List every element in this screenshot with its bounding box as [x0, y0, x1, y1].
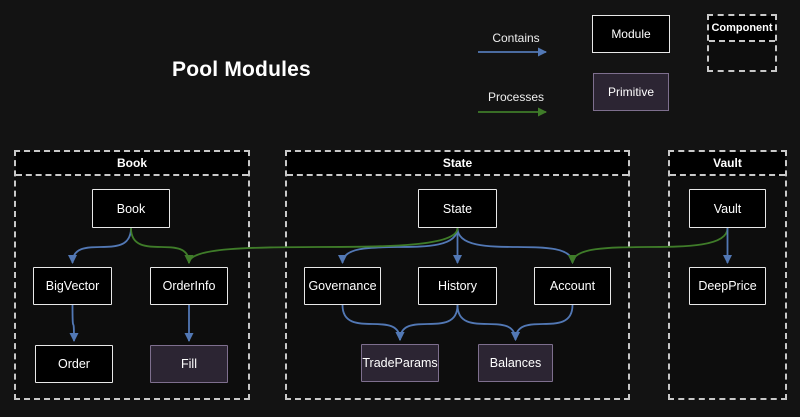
node-order: Order — [35, 345, 113, 383]
legend-processes-label: Processes — [487, 90, 545, 104]
legend-contains-label: Contains — [492, 31, 540, 45]
node-deepprice: DeepPrice — [689, 267, 766, 305]
node-account: Account — [534, 267, 611, 305]
container-vault-title: Vault — [670, 152, 785, 176]
node-balances: Balances — [478, 344, 553, 382]
node-fill-label: Fill — [181, 357, 197, 371]
node-deepprice-label: DeepPrice — [698, 279, 757, 293]
node-vault-label: Vault — [713, 201, 742, 216]
legend-component-sample: Component — [707, 14, 777, 72]
node-tradeparams: TradeParams — [361, 344, 439, 382]
node-book-label: Book — [116, 201, 146, 216]
legend-module-sample: Module — [592, 15, 670, 53]
node-history: History — [418, 267, 497, 305]
node-state-label: State — [442, 201, 473, 216]
node-governance: Governance — [304, 267, 381, 305]
node-orderinfo-label: OrderInfo — [162, 279, 216, 293]
node-account-label: Account — [549, 279, 596, 293]
node-bigvector: BigVector — [33, 267, 112, 305]
node-fill: Fill — [150, 345, 228, 383]
node-state: State — [418, 189, 497, 228]
node-history-label: History — [438, 279, 477, 293]
legend-component-label: Component — [709, 16, 775, 42]
node-bigvector-label: BigVector — [45, 279, 100, 293]
node-orderinfo: OrderInfo — [150, 267, 228, 305]
node-vault: Vault — [689, 189, 766, 228]
node-governance-label: Governance — [308, 279, 377, 293]
container-vault: Vault — [668, 150, 787, 400]
node-tradeparams-label: TradeParams — [362, 356, 438, 370]
node-order-label: Order — [58, 357, 90, 371]
diagram-title: Pool Modules — [172, 58, 311, 81]
legend-primitive-label: Primitive — [607, 85, 654, 99]
container-state-title: State — [287, 152, 628, 176]
node-balances-label: Balances — [489, 356, 542, 370]
node-book: Book — [92, 189, 170, 228]
legend-module-label: Module — [611, 27, 651, 41]
container-book-title: Book — [16, 152, 248, 176]
legend-primitive-sample: Primitive — [593, 73, 669, 111]
